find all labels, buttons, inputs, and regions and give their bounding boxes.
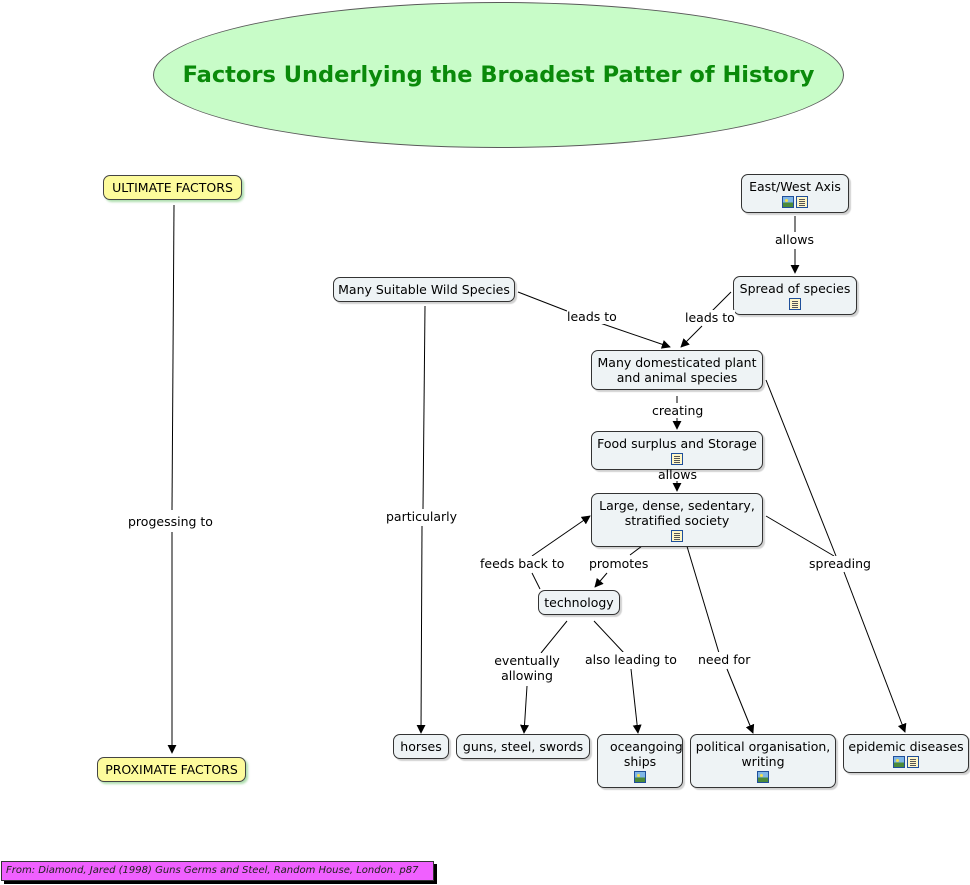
link-label-need-for[interactable]: need for <box>698 652 751 667</box>
node-label: Many Suitable Wild Species <box>338 282 510 297</box>
image-icon[interactable] <box>782 196 794 208</box>
arrow-promotes-to-technology <box>594 572 608 588</box>
link-label-progressing[interactable]: progessing to <box>128 514 213 529</box>
document-icon[interactable] <box>796 196 808 208</box>
node-epidemic-diseases[interactable]: epidemic diseases <box>843 734 969 773</box>
node-label: Large, dense, sedentary, stratified soci… <box>599 498 755 528</box>
link-label-creating[interactable]: creating <box>652 403 704 418</box>
link-label-allows-society[interactable]: allows <box>658 467 697 482</box>
citation-note: From: Diamond, Jared (1998) Guns Germs a… <box>1 861 434 881</box>
link-label-leads-spread[interactable]: leads to <box>685 310 735 325</box>
resource-icons <box>596 530 758 542</box>
line-society-to-need <box>685 542 720 654</box>
resource-icons <box>695 771 831 783</box>
node-label: oceangoing ships <box>610 739 683 769</box>
node-label: political organisation, writing <box>695 739 831 769</box>
node-domesticated-species[interactable]: Many domesticated plant and animal speci… <box>591 350 763 390</box>
resource-icons <box>746 196 844 208</box>
node-label: Food surplus and Storage <box>597 436 757 451</box>
node-horses[interactable]: horses <box>393 734 449 759</box>
link-label-spreading[interactable]: spreading <box>809 556 871 571</box>
arrow-spread-to-domesticated <box>680 325 703 348</box>
line-technology-to-eventually <box>540 620 568 654</box>
line-wild-to-label <box>517 291 568 312</box>
resource-icons <box>596 453 758 465</box>
link-label-leads-wild[interactable]: leads to <box>567 309 617 324</box>
image-icon[interactable] <box>893 756 905 768</box>
document-icon[interactable] <box>671 530 683 542</box>
link-label-feeds-back[interactable]: feeds back to <box>480 556 565 571</box>
link-label-eventually[interactable]: eventually allowing <box>492 653 562 683</box>
arrow-to-political <box>726 668 755 734</box>
line-wild-to-particularly <box>422 305 426 510</box>
node-label: guns, steel, swords <box>462 739 584 754</box>
node-ultimate-factors[interactable]: ULTIMATE FACTORS <box>103 175 242 200</box>
line-spread-to-label <box>711 291 732 312</box>
arrow-to-ships <box>630 668 642 734</box>
link-label-particularly[interactable]: particularly <box>386 509 458 524</box>
line-technology-to-feeds <box>531 572 541 590</box>
resource-icons <box>848 756 964 768</box>
node-oceangoing-ships[interactable]: oceangoing ships <box>597 734 683 788</box>
title-ellipse: Factors Underlying the Broadest Patter o… <box>153 2 844 148</box>
document-icon[interactable] <box>907 756 919 768</box>
node-guns-steel-swords[interactable]: guns, steel, swords <box>456 734 590 759</box>
line-technology-to-also <box>593 620 625 654</box>
node-label: Many domesticated plant and animal speci… <box>597 355 757 385</box>
link-label-allows-spread[interactable]: allows <box>775 232 814 247</box>
document-icon[interactable] <box>789 298 801 310</box>
image-icon[interactable] <box>634 771 646 783</box>
image-icon[interactable] <box>757 771 769 783</box>
arrow-to-epidemic <box>843 571 907 733</box>
arrow-feeds-to-society <box>531 515 591 557</box>
document-icon[interactable] <box>671 453 683 465</box>
node-label: epidemic diseases <box>848 739 964 754</box>
node-political-organisation[interactable]: political organisation, writing <box>690 734 836 788</box>
resource-icons <box>602 771 678 783</box>
node-food-surplus[interactable]: Food surplus and Storage <box>591 431 763 470</box>
node-label: horses <box>400 739 442 754</box>
node-east-west-axis[interactable]: East/West Axis <box>741 174 849 213</box>
line-domesticated-to-spreading <box>765 379 837 557</box>
arrow-to-horses <box>416 525 426 734</box>
link-label-also-leading[interactable]: also leading to <box>585 652 677 667</box>
node-label: East/West Axis <box>749 179 841 194</box>
node-label: ULTIMATE FACTORS <box>112 180 233 195</box>
node-label: Spread of species <box>739 281 851 296</box>
line-ultimate-to-label <box>171 204 175 511</box>
node-society[interactable]: Large, dense, sedentary, stratified soci… <box>591 493 763 547</box>
node-technology[interactable]: technology <box>538 590 620 615</box>
line-society-to-spreading <box>765 515 835 557</box>
link-label-promotes[interactable]: promotes <box>589 556 649 571</box>
map-title: Factors Underlying the Broadest Patter o… <box>182 62 815 88</box>
arrow-to-guns <box>520 685 530 734</box>
node-many-suitable-wild-species[interactable]: Many Suitable Wild Species <box>333 277 515 302</box>
arrow-wild-to-domesticated <box>599 322 671 349</box>
resource-icons <box>738 298 852 310</box>
node-proximate-factors[interactable]: PROXIMATE FACTORS <box>97 757 246 782</box>
node-spread-of-species[interactable]: Spread of species <box>733 276 857 315</box>
node-label: technology <box>544 595 614 610</box>
node-label: PROXIMATE FACTORS <box>105 762 238 777</box>
